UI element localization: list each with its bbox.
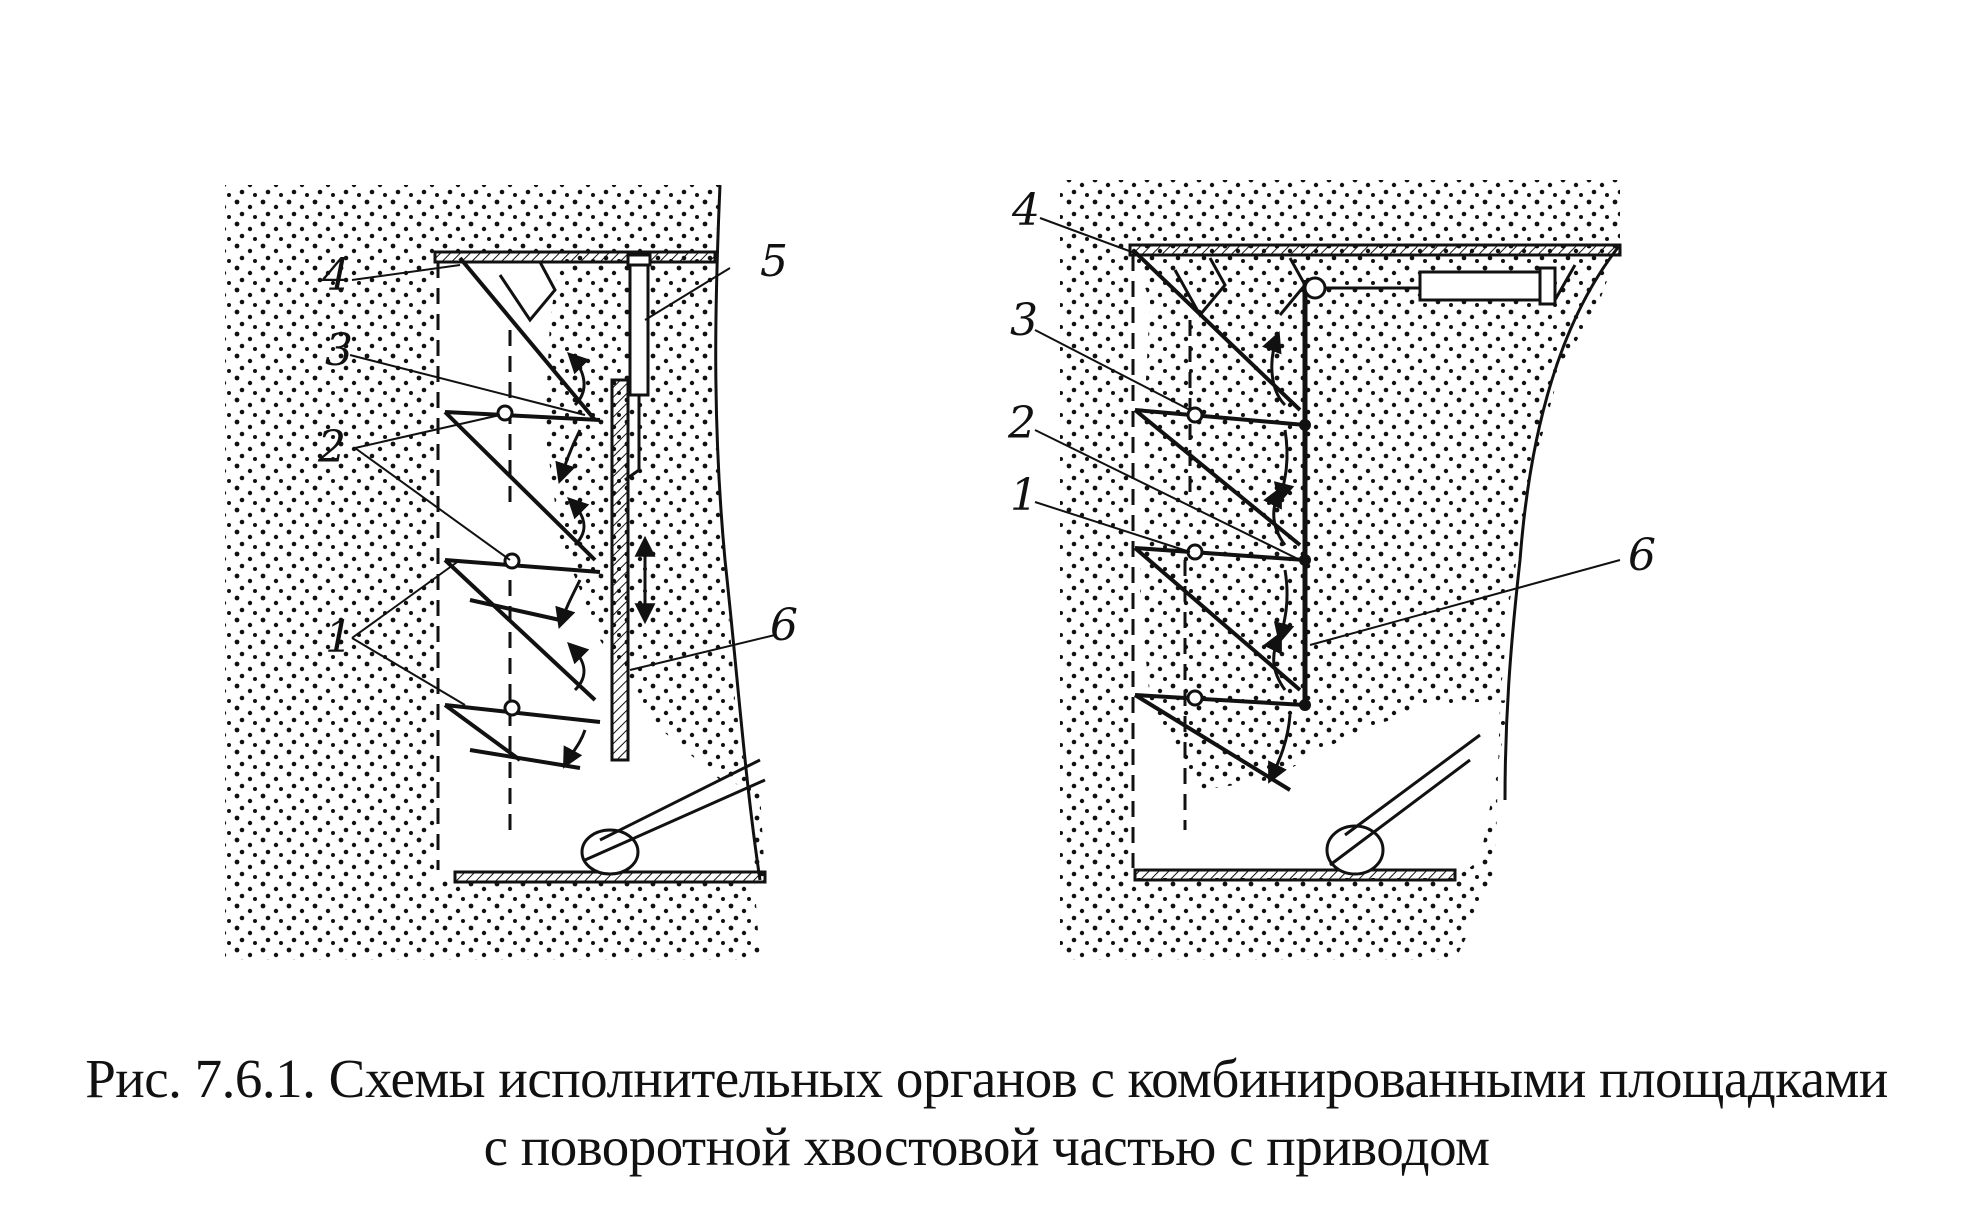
label-right-6: 6	[1628, 530, 1656, 581]
figure-caption: Рис. 7.6.1. Схемы исполнительных органов…	[0, 1045, 1973, 1181]
diagram-left: 4 3 2 1 5 6	[225, 184, 798, 960]
label-left-5: 5	[760, 236, 788, 287]
top-plate-right	[1128, 243, 1622, 257]
cylinder-left	[624, 253, 652, 482]
label-left-4: 4	[321, 250, 350, 301]
bottom-plate-right	[1133, 868, 1457, 882]
label-left-2: 2	[317, 422, 346, 473]
diagram-right: 4 3 2 1 6	[1007, 180, 1656, 960]
rock-mass-right	[1060, 180, 1620, 960]
figure-schemes: 4 3 2 1 5 6	[225, 180, 1656, 960]
caption-line-2: с поворотной хвостовой частью с приводом	[483, 1116, 1490, 1177]
top-plate-left	[433, 250, 717, 264]
platforms-left	[443, 410, 601, 770]
label-right-3: 3	[1010, 295, 1038, 346]
label-left-6: 6	[770, 600, 798, 651]
label-left-1: 1	[325, 612, 353, 663]
platforms-right	[1133, 408, 1306, 792]
label-right-4: 4	[1011, 185, 1040, 236]
label-left-3: 3	[325, 325, 353, 376]
label-right-2: 2	[1007, 398, 1036, 449]
rack-left	[610, 378, 630, 762]
main-diagonal-left	[458, 256, 597, 422]
label-right-1: 1	[1010, 470, 1038, 521]
cylinder-right	[1303, 264, 1577, 306]
caption-line-1: Рис. 7.6.1. Схемы исполнительных органов…	[85, 1048, 1888, 1109]
